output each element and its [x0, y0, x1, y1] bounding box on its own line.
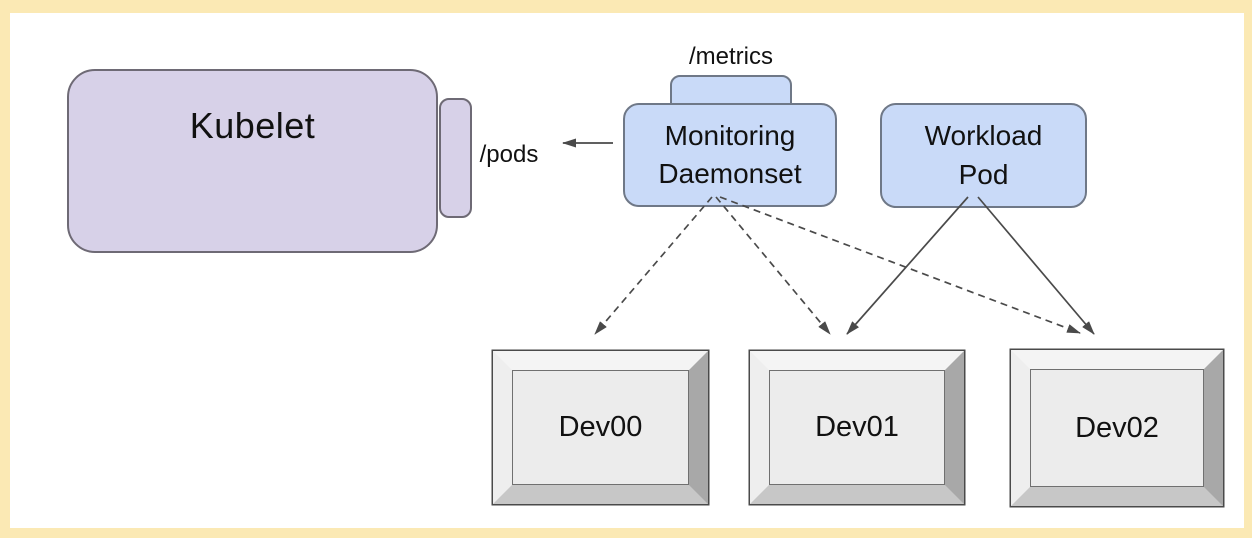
dev02-label: Dev02	[1075, 411, 1159, 444]
kubelet-port-shape	[439, 98, 472, 218]
pods-endpoint-label: /pods	[479, 141, 539, 168]
workload-pod-label: Workload Pod	[924, 120, 1043, 190]
node-dev00: Dev00	[493, 351, 708, 504]
metrics-endpoint-label: /metrics	[689, 43, 773, 70]
monitoring-daemonset-label: Monitoring Daemonset	[658, 119, 802, 189]
node-kubelet: Kubelet	[67, 69, 438, 253]
dev01-label: Dev01	[815, 411, 899, 443]
node-monitoring-daemonset: Monitoring Daemonset	[623, 103, 837, 207]
node-dev02: Dev02	[1011, 350, 1223, 506]
dev00-label: Dev00	[558, 411, 643, 443]
diagram-canvas: Kubelet /pods /metrics Monitoring Daemon…	[10, 13, 1244, 528]
node-workload-pod: Workload Pod	[880, 103, 1087, 208]
node-dev01: Dev01	[750, 351, 964, 504]
kubelet-label: Kubelet	[189, 105, 316, 146]
